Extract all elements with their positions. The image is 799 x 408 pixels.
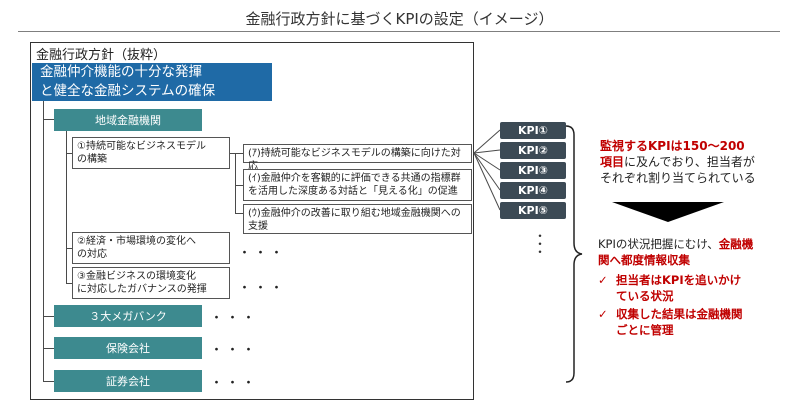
check-icon: ✓ bbox=[598, 307, 608, 321]
subitem-c-line1: (ｳ)金融仲介の改善に取り組む地域金融機関への bbox=[248, 208, 461, 219]
item3-line1: ③金融ビジネスの環境変化 bbox=[77, 271, 196, 282]
kpi-5: KPI⑤ bbox=[500, 202, 566, 219]
branch-insurance bbox=[43, 348, 54, 349]
subitem-b-line2: を活用した深度ある対話と「見える化」の促進 bbox=[248, 186, 458, 197]
branch-regional bbox=[43, 119, 54, 120]
branch-item3 bbox=[66, 283, 72, 284]
branch-securities bbox=[43, 381, 54, 382]
subitems-trunk bbox=[235, 153, 236, 213]
summary-line4-black: KPIの状況把握にむけ、 bbox=[598, 237, 719, 251]
connector-kpi3 bbox=[473, 152, 501, 171]
item-governance: ③金融ビジネスの環境変化 に対応したガバナンスの発揮 bbox=[72, 267, 230, 299]
check-item-2: ✓ 収集した結果は金融機関 ごとに管理 bbox=[598, 306, 743, 338]
right-brace bbox=[565, 125, 583, 383]
connector-kpi2 bbox=[473, 149, 501, 154]
subitem-c-line2: 支援 bbox=[248, 221, 268, 232]
connector-kpi4 bbox=[473, 152, 501, 191]
category-securities: 証券会社 bbox=[54, 370, 202, 392]
category-megabanks: ３大メガバンク bbox=[54, 305, 202, 327]
branch-item1 bbox=[66, 153, 72, 154]
policy-header-line2: と健全な金融システムの確保 bbox=[40, 83, 216, 99]
ellipsis-securities: ・・・ bbox=[210, 376, 259, 391]
page-title: 金融行政方針に基づくKPIの設定（イメージ） bbox=[245, 10, 554, 28]
kpi-1: KPI① bbox=[500, 122, 566, 139]
category-insurance: 保険会社 bbox=[54, 337, 202, 359]
frame-label: 金融行政方針（抜粋） bbox=[36, 48, 167, 63]
policy-header: 金融仲介機能の十分な発揮 と健全な金融システムの確保 bbox=[32, 63, 272, 101]
down-arrow-icon bbox=[612, 202, 724, 222]
item3-line2: に対応したガバナンスの発揮 bbox=[77, 284, 207, 295]
info-collection-summary: KPIの状況把握にむけ、金融機 関へ都度情報収集 bbox=[598, 236, 753, 268]
more-kpis-dots: ・ ・ ・ bbox=[534, 229, 547, 259]
connector-kpi5 bbox=[473, 152, 501, 211]
subitem-b-line1: (ｲ)金融仲介を客観的に評価できる共通の指標群 bbox=[248, 173, 461, 184]
check2-line1: 収集した結果は金融機関 bbox=[616, 307, 743, 321]
policy-header-line1: 金融仲介機能の十分な発揮 bbox=[40, 64, 202, 80]
title-underline bbox=[18, 31, 780, 32]
branch-megabanks bbox=[43, 316, 54, 317]
item1-line2: の構築 bbox=[77, 154, 107, 165]
branch-item2 bbox=[66, 248, 72, 249]
summary-line4-red: 金融機 bbox=[718, 237, 754, 251]
ellipsis-megabanks: ・・・ bbox=[210, 311, 259, 326]
kpi-4: KPI④ bbox=[500, 182, 566, 199]
branch-sub-c bbox=[235, 213, 243, 214]
subitem-b: (ｲ)金融仲介を客観的に評価できる共通の指標群 を活用した深度ある対話と「見える… bbox=[243, 169, 472, 201]
summary-line3: それぞれ割り当てられている bbox=[600, 171, 756, 185]
ellipsis-item3: ・・・ bbox=[238, 281, 287, 296]
ellipsis-item2: ・・・ bbox=[238, 246, 287, 261]
kpi-3: KPI③ bbox=[500, 162, 566, 179]
kpi-summary: 監視するKPIは150～200 項目に及んでおり、担当者が それぞれ割り当てられ… bbox=[600, 138, 756, 186]
summary-line2-rest: に及んでおり、担当者が bbox=[624, 155, 755, 169]
item1-line1: ①持続可能なビジネスモデル bbox=[77, 141, 206, 152]
policy-frame bbox=[30, 42, 474, 400]
kpi-2: KPI② bbox=[500, 142, 566, 159]
check-item-1: ✓ 担当者はKPIを追いかけ ている状況 bbox=[598, 272, 741, 304]
summary-line5: 関へ都度情報収集 bbox=[598, 253, 690, 267]
item-economic-environment: ②経済・市場環境の変化へ の対応 bbox=[72, 232, 230, 264]
ellipsis-insurance: ・・・ bbox=[210, 343, 259, 358]
summary-line1: 監視するKPIは150～200 bbox=[600, 139, 745, 153]
category-regional-banks: 地域金融機関 bbox=[54, 109, 202, 131]
branch-sub-a bbox=[235, 153, 243, 154]
check1-line1: 担当者はKPIを追いかけ bbox=[616, 273, 742, 287]
check-icon: ✓ bbox=[598, 273, 608, 287]
subitem-a-text: (ｱ)持続可能なビジネスモデルの構築に向けた対応 bbox=[248, 148, 461, 172]
item2-line1: ②経済・市場環境の変化へ bbox=[77, 236, 196, 247]
subitem-a: (ｱ)持続可能なビジネスモデルの構築に向けた対応 bbox=[243, 144, 472, 172]
trunk-line bbox=[43, 101, 44, 382]
check2-line2: ごとに管理 bbox=[616, 323, 674, 337]
regional-subtrunk bbox=[66, 131, 67, 284]
connector-kpi1 bbox=[473, 129, 501, 154]
item1-to-subitems bbox=[230, 153, 235, 154]
subitem-c: (ｳ)金融仲介の改善に取り組む地域金融機関への 支援 bbox=[243, 204, 472, 234]
check1-line2: ている状況 bbox=[616, 289, 674, 303]
item-sustainable-business-model: ①持続可能なビジネスモデル の構築 bbox=[72, 137, 230, 169]
branch-sub-b bbox=[235, 185, 243, 186]
item2-line2: の対応 bbox=[77, 249, 107, 260]
summary-line2-red: 項目 bbox=[600, 155, 625, 169]
